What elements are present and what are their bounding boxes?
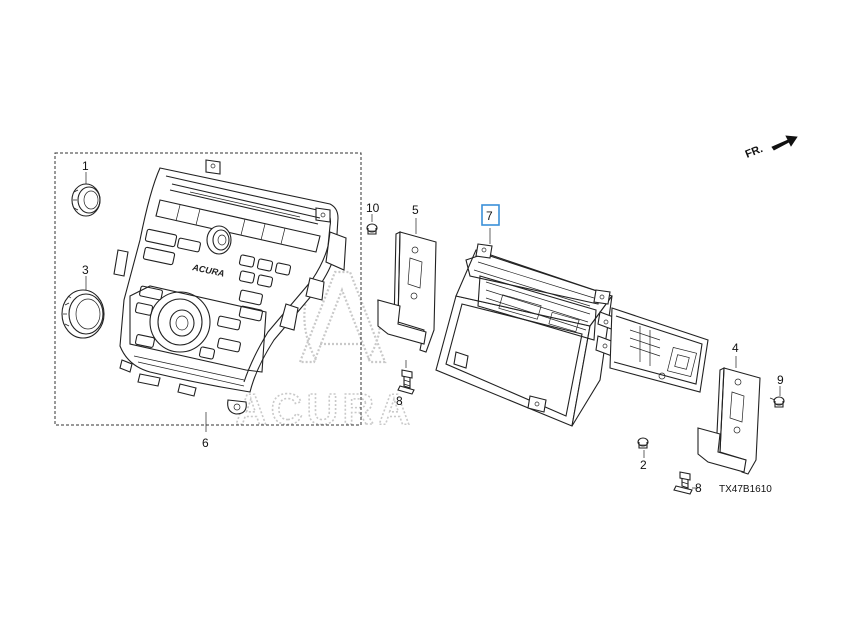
callout-8-left: 8	[396, 394, 403, 408]
control-panel: ACURA	[113, 159, 347, 432]
callout-4: 4	[732, 341, 739, 355]
main-audio-unit	[435, 228, 709, 427]
watermark-text: ACURA	[235, 385, 414, 434]
bracket-right	[697, 356, 761, 475]
screw-bottom	[637, 437, 649, 458]
callout-5: 5	[412, 203, 419, 217]
knob-lower	[61, 276, 105, 339]
front-direction-marker: FR.	[744, 135, 798, 161]
callout-8-bottom: 8	[695, 481, 702, 495]
bolt-left	[397, 360, 415, 395]
screw-top	[366, 214, 378, 235]
callout-9: 9	[777, 373, 784, 387]
panel-assembly-box	[54, 152, 362, 426]
callout-10: 10	[366, 201, 380, 215]
callout-6: 6	[202, 436, 209, 450]
callout-1: 1	[82, 159, 89, 173]
knob-upper	[71, 172, 101, 217]
bolt-bottom	[673, 471, 698, 495]
watermark: ACURA	[234, 270, 414, 435]
bracket-left	[377, 218, 437, 353]
bolt-right	[769, 386, 785, 408]
diagram-code: TX47B1610	[719, 484, 772, 495]
front-arrow-icon	[771, 135, 798, 151]
callout-2: 2	[640, 458, 647, 472]
callout-7-highlight	[481, 204, 500, 226]
callout-3: 3	[82, 263, 89, 277]
callout-7: 7	[486, 209, 493, 223]
front-direction-label: FR.	[744, 143, 765, 161]
